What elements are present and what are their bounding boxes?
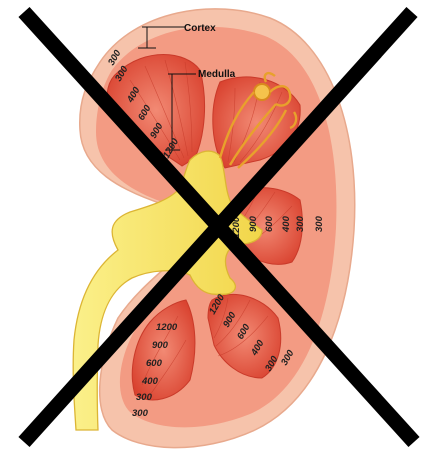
scale-ll-5: 300 (132, 408, 149, 419)
scale-r-1: 900 (248, 215, 259, 232)
scale-ll-1: 900 (152, 340, 169, 351)
scale-r-2: 600 (264, 215, 275, 232)
scale-r-3: 400 (281, 215, 292, 233)
scale-ll-2: 600 (146, 358, 163, 369)
cortex-label: Cortex (184, 23, 216, 34)
medulla-label: Medulla (198, 69, 236, 80)
scale-r-5: 300 (314, 215, 325, 232)
scale-r-4: 300 (295, 215, 306, 232)
scale-ll-4: 300 (136, 392, 153, 403)
scale-ll-3: 400 (141, 376, 159, 387)
scale-ll-0: 1200 (156, 322, 178, 333)
